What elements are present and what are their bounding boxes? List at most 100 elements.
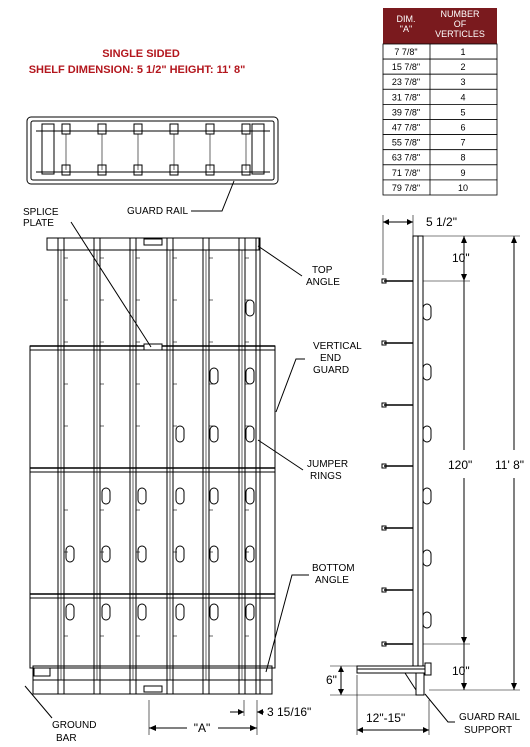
front-elevation [29,237,276,695]
plan-post [169,123,179,135]
jumper-ring [209,545,219,563]
jumper-ring [65,603,75,621]
jumper-ring [245,545,255,563]
table-rows: 7 7/8"115 7/8"223 7/8"331 7/8"439 7/8"54… [382,43,498,196]
table-cell-count: 1 [460,47,465,57]
table-cell-count: 7 [460,138,465,148]
side-ring [422,611,432,629]
plan-post [61,123,71,135]
dim-a-group: "A" [148,700,258,735]
side-ring [422,425,432,443]
jumper-ring [101,487,111,505]
vertical-end-guard-label-3: GUARD [313,365,349,376]
jumper-ring [175,603,185,621]
table-header-num-line3: VERTICLES [435,29,485,39]
guard-rail-leader [191,180,235,212]
table-row [382,179,498,196]
base-depth-dim: 12"-15" [356,675,430,735]
table-cell-dim: 15 7/8" [392,62,420,72]
jumper-ring [101,545,111,563]
jumper-ring [209,367,219,385]
jumper-ring [175,545,185,563]
side-ring [422,363,432,381]
vertical-end-guard-label-1: VERTICAL [313,341,362,352]
table-header-dim-line1: DIM. [397,14,416,24]
vertical-end-guard-leader [275,358,305,413]
table-cell-count: 4 [460,92,465,102]
jumper-ring [101,603,111,621]
jumper-ring [175,425,185,443]
table-cell-count: 6 [460,123,465,133]
guard-rail-support-label-1: GUARD RAIL [459,712,521,723]
table-cell-dim: 63 7/8" [392,153,420,163]
table-cell-dim: 39 7/8" [392,107,420,117]
jumper-ring [137,603,147,621]
guard-rail-support-label-2: SUPPORT [464,725,512,736]
table-header-num-line1: NUMBER [440,9,480,19]
jumper-ring [137,545,147,563]
overall-height-dim: 11' 8" [429,236,524,691]
jumper-ring [209,487,219,505]
jumper-ring [209,603,219,621]
dim-a-text: "A" [194,721,211,735]
end-offset-group: 3 15/16" [230,700,311,719]
base-depth-text: 12"-15" [366,711,405,725]
bottom-gap-dim: 10" [452,644,470,690]
jumper-ring [137,487,147,505]
vertical-upright [166,237,174,695]
guard-rail-support-leader [424,693,455,723]
splice-plate-label-2: PLATE [23,218,54,229]
vertical-upright [57,237,65,695]
jumper-ring [245,425,255,443]
table-header-num-line2: OF [454,19,467,29]
jumper-rings-label-2: RINGS [310,471,342,482]
table-cell-dim: 7 7/8" [394,47,417,57]
jumper-ring [245,367,255,385]
ground-bar-label-2: BAR [56,733,77,744]
table-header-bg [383,8,497,44]
middle-span-dim: 120" [423,281,472,645]
top-angle-label-1: TOP [312,265,333,276]
bottom-angle-label-1: BOTTOM [312,563,355,574]
table-cell-dim: 71 7/8" [392,168,420,178]
table-cell-dim: 31 7/8" [392,92,420,102]
jumper-ring [245,299,255,317]
plan-post [97,123,107,135]
bottom-angle-label-2: ANGLE [315,575,349,586]
jumper-ring [245,603,255,621]
plan-end [251,123,265,175]
table-cell-dim: 55 7/8" [392,138,420,148]
side-ring [422,487,432,505]
top-gap-text: 10" [452,251,470,265]
shelf-depth-text: 5 1/2" [426,215,457,229]
plan-view [26,116,279,185]
vertical-upright [202,237,210,695]
jumper-ring [245,487,255,505]
middle-span-text: 120" [448,458,472,472]
jumper-ring [65,545,75,563]
ground-bar-leader [24,685,53,719]
vertical-upright [129,237,137,695]
title-line-1: SINGLE SIDED [102,48,180,60]
end-upright [255,237,261,695]
table-cell-count: 2 [460,62,465,72]
table-cell-count: 10 [458,183,468,193]
dimension-table: DIM. "A" NUMBER OF VERTICLES 7 7/8"115 7… [382,8,498,196]
bottom-angle-leader [265,574,309,673]
guard-rail-label: GUARD RAIL [127,206,189,217]
splice-plate-leader [70,221,152,348]
side-ring [422,303,432,321]
jumper-rings-leader [257,439,304,471]
top-gap-dim: 10" [423,235,520,282]
plan-post [205,123,215,135]
ground-bar-label-1: GROUND [52,720,96,731]
base-height-text: 6" [326,673,337,687]
table-cell-dim: 47 7/8" [392,123,420,133]
table-cell-count: 8 [460,153,465,163]
plan-end [41,123,55,175]
table-cell-count: 9 [460,168,465,178]
side-view [356,235,432,696]
table-cell-count: 3 [460,77,465,87]
